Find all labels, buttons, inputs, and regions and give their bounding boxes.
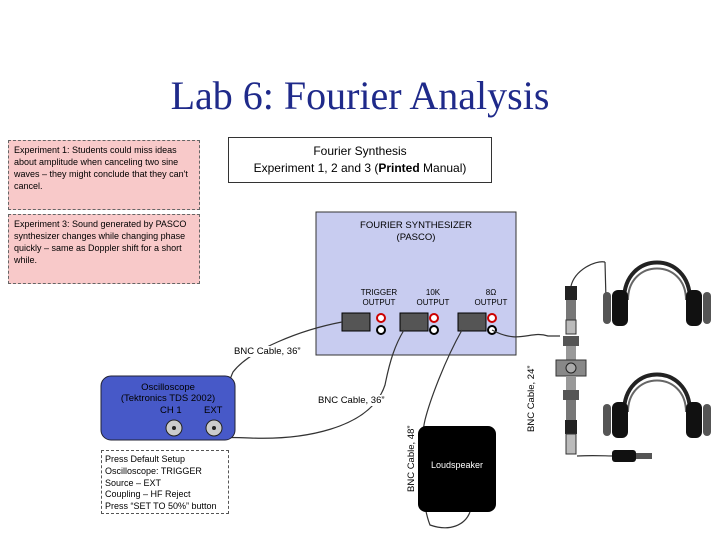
- oscilloscope-label: Oscilloscope (Tektronics TDS 2002): [120, 382, 216, 404]
- ext-label: EXT: [204, 405, 223, 416]
- scope-setup-note: Press Default Setup Oscilloscope: TRIGGE…: [101, 450, 229, 514]
- synthesis-line1: Fourier Synthesis: [313, 144, 407, 158]
- cable-label-trigger: BNC Cable, 36”: [234, 346, 301, 357]
- synthesizer-label: FOURIER SYNTHESIZER (PASCO): [360, 220, 472, 243]
- experiment3-note: Experiment 3: Sound generated by PASCO s…: [8, 214, 200, 284]
- synthesis-line2: Experiment 1, 2 and 3 (Printed Manual): [253, 161, 467, 175]
- fourier-synthesis-box: Fourier Synthesis Experiment 1, 2 and 3 …: [228, 137, 492, 183]
- loudspeaker-label: Loudspeaker: [430, 460, 484, 470]
- cable-label-headphones: BNC Cable, 24”: [526, 365, 537, 432]
- headphone-splitter: [555, 286, 587, 455]
- trigger-output-connector: [341, 312, 386, 335]
- 10k-output-connector: [399, 312, 439, 335]
- bnc-cable-24: [491, 329, 560, 338]
- ch1-label: CH 1: [160, 405, 182, 416]
- experiment1-note: Experiment 1: Students could miss ideas …: [8, 140, 200, 210]
- headphones-1-icon: [603, 260, 711, 326]
- headphones-2-icon: [603, 372, 711, 462]
- page-title: Lab 6: Fourier Analysis: [170, 73, 550, 118]
- cable-label-10k: BNC Cable, 36”: [318, 395, 385, 406]
- cable-label-speaker: BNC Cable, 48”: [406, 425, 417, 492]
- loudspeaker-body: [418, 426, 496, 512]
- oscilloscope-body: [100, 375, 236, 441]
